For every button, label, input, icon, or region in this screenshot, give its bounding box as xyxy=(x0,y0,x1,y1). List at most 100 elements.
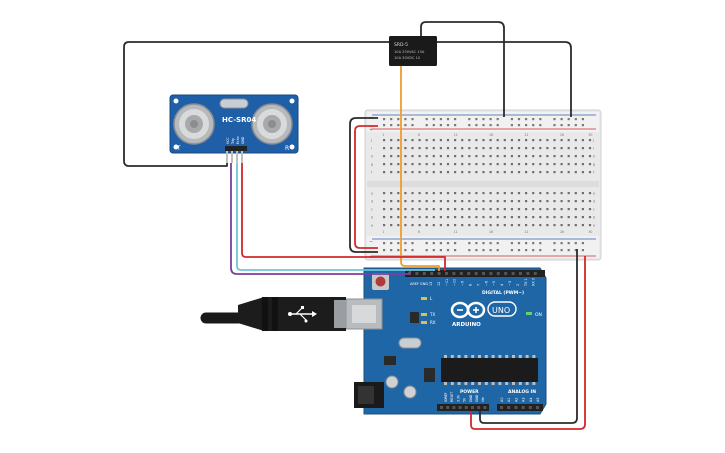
digital-pin-label: 12 xyxy=(437,282,441,286)
col-number-top: 26 xyxy=(560,133,564,137)
col-number-bottom: 30 xyxy=(588,230,592,234)
wires xyxy=(123,21,586,430)
power-pin-label: Vin xyxy=(481,397,485,402)
col-number-bottom: 21 xyxy=(525,230,529,234)
col-number-top: 16 xyxy=(489,133,493,137)
row-letter-left: b xyxy=(371,216,374,220)
analog-pin-label: A5 xyxy=(536,398,540,402)
col-number-bottom: 16 xyxy=(489,230,493,234)
row-letter-left: g xyxy=(371,163,373,167)
col-number-top: 21 xyxy=(525,133,529,137)
power-pin-label: GND xyxy=(475,394,479,402)
digital-pin-label: TX 1 xyxy=(524,278,528,287)
power-pin-label: 3.3V xyxy=(456,394,460,402)
wire-black-relay-to-rail xyxy=(420,21,505,117)
digital-pin-label: ~9 xyxy=(461,281,465,286)
gnd-label: GND xyxy=(420,282,428,286)
transducer-left xyxy=(173,103,215,145)
row-letter-right: g xyxy=(593,163,595,167)
analog-pin-label: A3 xyxy=(522,398,526,402)
row-letter-right: c xyxy=(593,208,595,212)
wire-black-gnd xyxy=(479,249,578,424)
col-number-bottom: 11 xyxy=(454,230,458,234)
col-number-bottom: 26 xyxy=(560,230,564,234)
col-number-top: 1 xyxy=(383,133,385,137)
usb-cable xyxy=(200,297,346,331)
analog-pin-label: A0 xyxy=(500,398,504,402)
on-label: ON xyxy=(535,312,542,318)
wire-purple-trig xyxy=(230,163,411,275)
analog-label: ANALOG IN xyxy=(508,389,536,395)
power-pin-label: 5V xyxy=(463,397,467,402)
row-letter-right: b xyxy=(593,216,596,220)
wire-orange-signal xyxy=(400,66,440,271)
col-number-top: 11 xyxy=(454,133,458,137)
relay-rating-line1: 10A 250VAC 15A xyxy=(394,50,425,54)
wire-black-rail-loop xyxy=(349,117,378,253)
row-letter-right: i xyxy=(593,147,594,151)
digital-label: DIGITAL (PWM~) xyxy=(482,290,524,296)
power-pin-label: GND xyxy=(469,394,473,402)
digital-pin-label: 4 xyxy=(500,284,504,286)
reset-button[interactable] xyxy=(375,276,386,287)
arduino-logo: UNO ARDUINO xyxy=(450,301,517,328)
digital-pin-label: 13 xyxy=(429,282,433,286)
digital-pin-label: ~6 xyxy=(484,281,488,286)
aref-label: AREF xyxy=(410,282,419,286)
row-letter-left: e xyxy=(371,192,374,196)
col-number-bottom: 6 xyxy=(418,230,420,234)
row-letter-right: h xyxy=(593,155,595,159)
led-l-label: L xyxy=(430,296,433,301)
wire-black-relay-left-rail xyxy=(437,41,572,117)
row-letter-left: i xyxy=(371,147,372,151)
led-tx-label: TX xyxy=(429,312,435,317)
row-letter-right: d xyxy=(593,200,595,204)
led-rx-label: RX xyxy=(430,320,436,325)
relay-model-label: SRD-5 xyxy=(394,42,408,48)
sensor-pin-label: VCC xyxy=(226,137,230,144)
wire-red-sensor-vcc xyxy=(241,163,446,271)
col-number-bottom: 1 xyxy=(383,230,385,234)
digital-pin-label: ~11 xyxy=(445,279,449,286)
wire-cyan-echo xyxy=(236,163,435,271)
sensor-corner-t: T xyxy=(176,145,181,152)
power-label: POWER xyxy=(460,389,479,395)
usb-icon xyxy=(288,306,317,323)
row-letter-right: a xyxy=(593,224,595,228)
row-letter-left: c xyxy=(371,208,373,212)
row-letter-left: f xyxy=(371,171,373,175)
row-letter-right: j xyxy=(592,139,594,143)
arduino-brand: ARDUINO xyxy=(452,322,481,328)
row-letter-left: a xyxy=(371,224,373,228)
digital-pin-label: 8 xyxy=(469,284,473,286)
digital-pin-label: 7 xyxy=(476,284,480,286)
rail-minus-bottom: − xyxy=(369,239,373,245)
sensor-corner-r: R xyxy=(285,145,289,152)
row-letter-right: f xyxy=(593,171,595,175)
digital-pin-label: RX 0 xyxy=(532,278,536,286)
wire-red-rail-loop xyxy=(354,125,378,249)
relay: SRD-5 10A 250VAC 15A 10A 30VDC 10 xyxy=(389,36,437,66)
row-letter-left: h xyxy=(371,155,373,159)
uno-label: UNO xyxy=(492,306,510,315)
digital-pin-label: ~10 xyxy=(453,279,457,286)
row-letter-right: e xyxy=(593,192,596,196)
power-pin-label: RESET xyxy=(450,392,454,402)
breadboard-holes xyxy=(383,118,592,252)
wire-red-5v xyxy=(470,256,586,430)
row-letter-left: d xyxy=(371,200,373,204)
sensor-model-label: HC-SR04 xyxy=(222,116,256,124)
analog-pin-label: A4 xyxy=(529,398,533,402)
analog-pin-label: A2 xyxy=(514,398,518,402)
transducer-right xyxy=(251,103,293,145)
analog-pin-label: A1 xyxy=(507,398,511,402)
relay-rating-line2: 10A 30VDC 10 xyxy=(394,56,421,60)
